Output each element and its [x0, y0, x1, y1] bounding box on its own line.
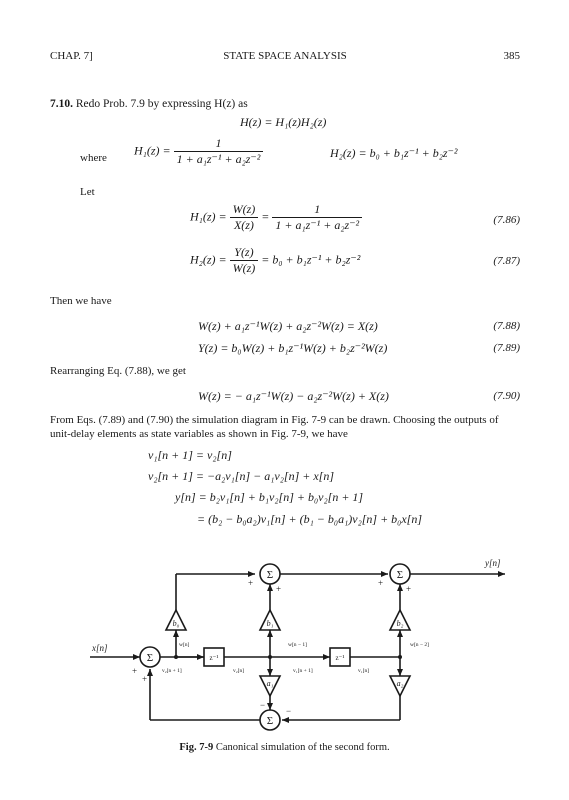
gain-b2-label: b₂	[397, 619, 404, 628]
equation-7-86: H₁(z) = W(z) X(z) = 1 1 + a₁z⁻¹ + a₂z⁻²	[190, 202, 363, 233]
let-label: Let	[80, 186, 95, 198]
eq87-den: W(z)	[229, 260, 259, 276]
eq86-lhs: H₁(z) =	[190, 209, 227, 224]
sigma-top-1: Σ	[267, 569, 273, 581]
gain-b0-label: b₀	[173, 619, 180, 628]
from-eqs-paragraph: From Eqs. (7.89) and (7.90) the simulati…	[50, 414, 499, 440]
eq87-lhs: H₂(z) =	[190, 252, 227, 267]
equation-7-88: W(z) + a₁z⁻¹W(z) + a₂z⁻²W(z) = X(z)	[198, 319, 378, 333]
signal-w-n2: w[n − 2]	[410, 642, 429, 648]
eq86-fraction-1: W(z) X(z)	[229, 202, 259, 233]
node-v2	[268, 655, 272, 659]
state-equation-1: v₁[n + 1] = v₂[n]	[148, 448, 232, 462]
state-equation-2: v₂[n + 1] = −a₂v₁[n] − a₁v₂[n] + x[n]	[148, 469, 335, 483]
h1-definition: H₁(z) = 1 1 + a₁z⁻¹ + a₂z⁻²	[134, 136, 264, 167]
delay-label-1: z⁻¹	[210, 654, 219, 662]
h1-lhs: H₁(z) =	[134, 143, 171, 158]
signal-v2-n1: v₂[n + 1]	[162, 668, 182, 674]
gain-a2	[388, 675, 412, 698]
eq86-den1: X(z)	[229, 217, 259, 233]
delay-block-1	[203, 647, 225, 667]
summer-top-2	[389, 563, 411, 585]
gain-a1-label: a₁	[267, 679, 274, 688]
signal-w-n: w[n]	[179, 642, 190, 648]
gain-b1-label: b₁	[267, 619, 274, 628]
equation-7-87: H₂(z) = Y(z) W(z) = b₀ + b₁z⁻¹ + b₂z⁻²	[190, 245, 360, 276]
h1-fraction: 1 1 + a₁z⁻¹ + a₂z⁻²	[173, 136, 264, 167]
sign-top1-bottom: +	[276, 584, 281, 594]
sign-input-bottom: +	[142, 674, 147, 684]
page-header: CHAP. 7] STATE SPACE ANALYSIS 385	[50, 50, 520, 64]
h2-definition: H₂(z) = b₀ + b₁z⁻¹ + b₂z⁻²	[330, 146, 458, 160]
equation-main: H(z) = H₁(z)H₂(z)	[240, 115, 327, 129]
output-equation-1: y[n] = b₂v₁[n] + b₁v₂[n] + b₀v₂[n + 1]	[175, 490, 364, 504]
summer-bottom	[259, 709, 281, 731]
chapter-label: CHAP. 7]	[50, 50, 93, 62]
figure-caption-text: Canonical simulation of the second form.	[215, 742, 390, 753]
sigma-top-2: Σ	[397, 569, 403, 581]
node-w	[174, 655, 178, 659]
eq86-label: (7.86)	[493, 214, 520, 226]
sign-top2-left: +	[378, 578, 383, 588]
eq87-rhs: = b₀ + b₁z⁻¹ + b₂z⁻²	[261, 252, 361, 267]
problem-statement: 7.10. Redo Prob. 7.9 by expressing H(z) …	[50, 98, 248, 110]
eq86-fraction-2: 1 1 + a₁z⁻¹ + a₂z⁻²	[272, 202, 363, 233]
equation-7-89: Y(z) = b₀W(z) + b₁z⁻¹W(z) + b₂z⁻²W(z)	[198, 341, 388, 355]
sign-top1-left: +	[248, 578, 253, 588]
input-label: x[n]	[91, 643, 108, 653]
gain-b0	[164, 608, 188, 631]
signal-w-n1: w[n − 1]	[288, 642, 307, 648]
gain-a1	[258, 675, 282, 698]
sign-bottom-top: −	[260, 700, 265, 710]
gain-a2-label: a₂	[397, 679, 404, 688]
eq86-num2: 1	[314, 202, 321, 216]
sigma-bottom: Σ	[267, 715, 273, 727]
simulation-diagram: Σ Σ Σ Σ x[n] y[n] z⁻¹ z⁻¹ b₀ b₁ b₂ a₁ a₂…	[90, 558, 505, 731]
running-title: STATE SPACE ANALYSIS	[223, 50, 347, 62]
sign-bottom-right: −	[286, 706, 291, 716]
node-v1	[398, 655, 402, 659]
signal-v1-n1: v₁[n + 1]	[293, 668, 313, 674]
eq89-label: (7.89)	[493, 342, 520, 354]
signal-v2-n: v₂[n]	[233, 668, 244, 674]
eq86-num1: W(z)	[232, 202, 256, 216]
delay-label-2: z⁻¹	[336, 654, 345, 662]
summer-top-1	[259, 563, 281, 585]
eq86-equals: =	[261, 209, 270, 224]
gain-b1	[258, 608, 282, 631]
sign-input-left: +	[132, 666, 137, 676]
eq87-fraction: Y(z) W(z)	[229, 245, 259, 276]
eq90-label: (7.90)	[493, 390, 520, 402]
sign-top2-bottom: +	[406, 584, 411, 594]
rearranging-text: Rearranging Eq. (7.88), we get	[50, 365, 186, 377]
sigma-input: Σ	[147, 652, 153, 664]
equation-7-90: W(z) = − a₁z⁻¹W(z) − a₂z⁻²W(z) + X(z)	[198, 389, 389, 403]
eq87-num: Y(z)	[234, 245, 254, 259]
output-label: y[n]	[484, 558, 501, 568]
then-label: Then we have	[50, 295, 112, 307]
summer-input	[139, 646, 161, 668]
signal-v1-n: v₁[n]	[358, 668, 369, 674]
eq87-label: (7.87)	[493, 255, 520, 267]
problem-number: 7.10.	[50, 98, 73, 110]
delay-block-2	[329, 647, 351, 667]
figure-caption: Fig. 7-9 Canonical simulation of the sec…	[0, 742, 569, 753]
eq86-den2: 1 + a₁z⁻¹ + a₂z⁻²	[272, 217, 363, 233]
h1-denominator: 1 + a₁z⁻¹ + a₂z⁻²	[173, 151, 264, 167]
where-label: where	[80, 152, 107, 164]
h1-numerator: 1	[215, 136, 222, 150]
output-equation-2: = (b₂ − b₀a₂)v₁[n] + (b₁ − b₀a₁)v₂[n] + …	[197, 512, 423, 526]
page-number: 385	[503, 50, 521, 62]
eq88-label: (7.88)	[493, 320, 520, 332]
problem-text: Redo Prob. 7.9 by expressing H(z) as	[75, 98, 248, 110]
gain-b2	[388, 608, 412, 631]
figure-label: Fig. 7-9	[179, 742, 214, 753]
